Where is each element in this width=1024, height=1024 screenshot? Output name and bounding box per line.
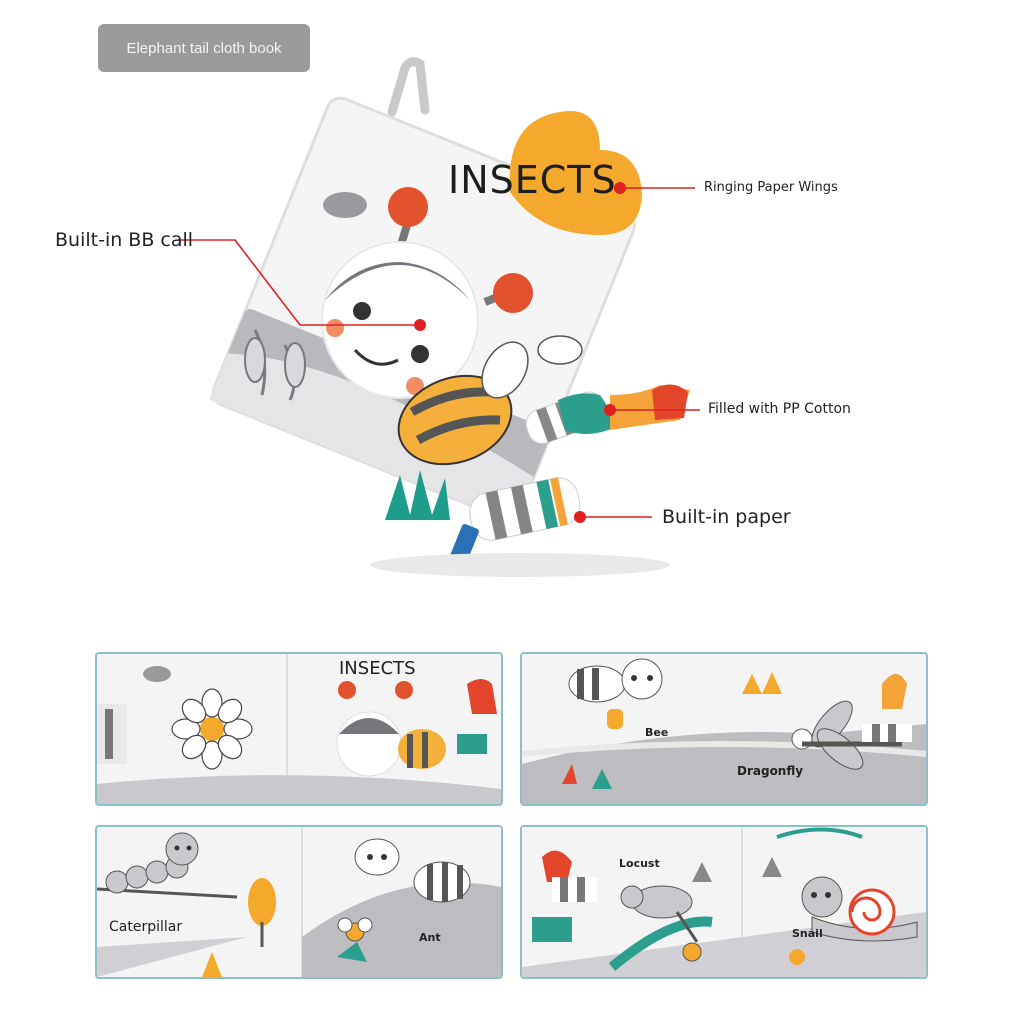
thumbnail-insects-spread: INSECTS: [95, 652, 503, 806]
thumbnail-bee-dragonfly: Bee Dragonfly: [520, 652, 928, 806]
thumbnail-cover-title: INSECTS: [339, 658, 416, 679]
cover-title: INSECTS: [448, 158, 617, 202]
thumbnail-label-dragonfly: Dragonfly: [737, 764, 804, 778]
callout-bb-call: Built-in BB call: [55, 229, 194, 251]
thumbnail-bee-dragonfly-illustration: [522, 654, 926, 804]
thumbnail-label-bee: Bee: [645, 726, 669, 739]
thumbnail-caterpillar-ant-illustration: [97, 827, 501, 977]
callout-wings: Ringing Paper Wings: [704, 180, 838, 195]
thumbnail-locust-snail-illustration: [522, 827, 926, 977]
hero-cloth-book-illustration: [178, 57, 700, 577]
thumbnail-label-snail: Snail: [792, 927, 823, 940]
thumbnail-locust-snail: Locust Snail: [520, 825, 928, 979]
callout-paper: Built-in paper: [662, 506, 791, 528]
thumbnail-caterpillar-ant: Caterpillar Ant: [95, 825, 503, 979]
callout-cotton: Filled with PP Cotton: [708, 401, 851, 417]
thumbnail-insects-illustration: [97, 654, 501, 804]
thumbnail-label-ant: Ant: [419, 931, 441, 944]
thumbnail-label-locust: Locust: [619, 857, 660, 870]
thumbnail-label-caterpillar: Caterpillar: [109, 919, 183, 935]
product-tag: Elephant tail cloth book: [98, 24, 310, 72]
